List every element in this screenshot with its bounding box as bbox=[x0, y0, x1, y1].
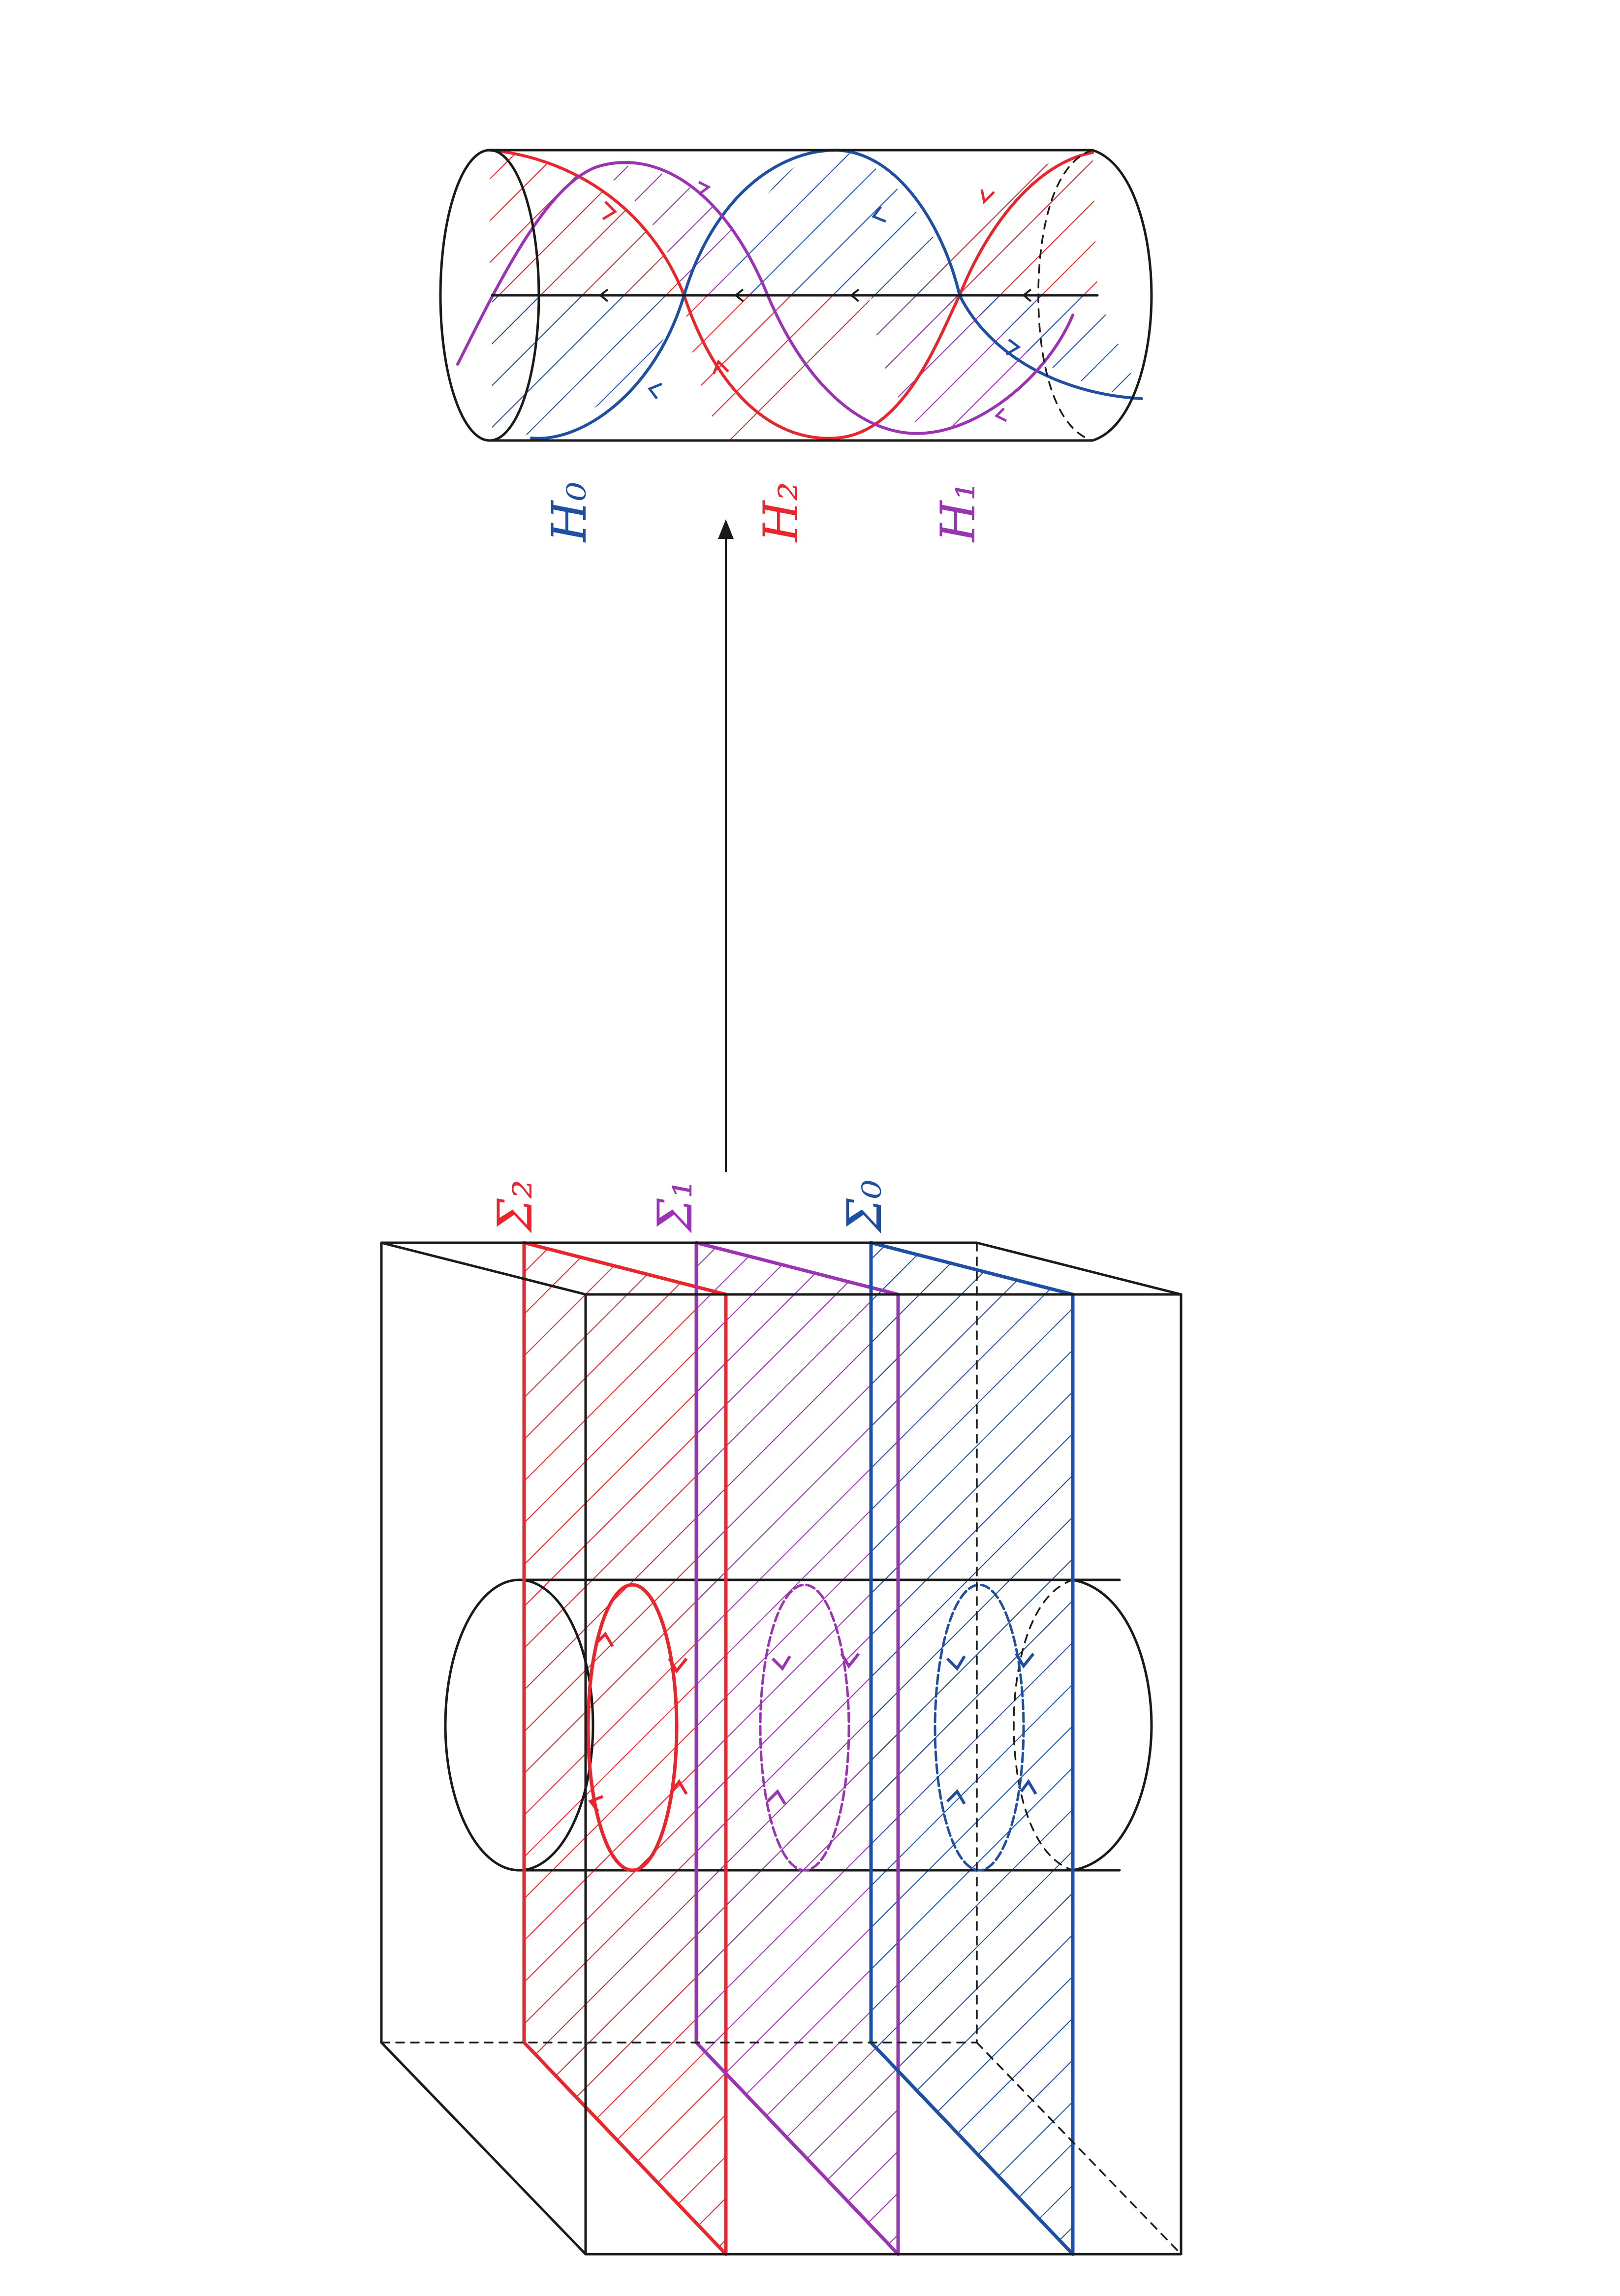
box-hidden-right-bottom-edge bbox=[976, 2042, 1182, 2255]
helicoid-strip-blue-1 bbox=[492, 295, 684, 438]
box-top-face bbox=[380, 1241, 1183, 1296]
box-cylinder-right-cap bbox=[1071, 1578, 1153, 1872]
label-sigma-2: Σ₂ bbox=[488, 1180, 543, 1233]
box-cylinder-right-cap-hidden bbox=[1013, 1579, 1074, 1871]
helicoid-strip-red-2 bbox=[684, 295, 871, 441]
box-left-bottom-edge bbox=[380, 2041, 587, 2256]
circle-arrows bbox=[588, 1632, 1037, 1812]
label-h1: H₁ bbox=[931, 482, 986, 543]
plane-sigma-0 bbox=[871, 1243, 1073, 2254]
helicoid-edge-red bbox=[488, 149, 1094, 440]
helicoid-edge-arrows bbox=[602, 181, 1021, 422]
circle-sigma-2 bbox=[586, 1583, 679, 1872]
box-cylinder-left-cap bbox=[444, 1578, 594, 1872]
label-sigma-1: Σ₁ bbox=[648, 1180, 703, 1233]
helicoid-axis-ticks bbox=[598, 288, 1032, 302]
label-sigma-0: Σ₀ bbox=[837, 1180, 892, 1233]
helicoid-strip-purple-1 bbox=[595, 165, 768, 295]
helicoid-strip-blue-2 bbox=[728, 150, 960, 295]
plane-sigma-1 bbox=[696, 1243, 898, 2254]
label-h0: H₀ bbox=[542, 482, 597, 543]
helicoid-edge-purple bbox=[456, 161, 1074, 435]
plane-sigma-2 bbox=[524, 1243, 726, 2254]
helicoid-cylinder-right-cap bbox=[1091, 149, 1153, 442]
label-h2: H₂ bbox=[753, 482, 809, 543]
circle-sigma-0 bbox=[934, 1583, 1025, 1872]
helicoid-labels: H₀ bbox=[542, 482, 597, 543]
helicoid-strip-blue-3 bbox=[960, 295, 1142, 399]
box-front-face bbox=[584, 1293, 1183, 2256]
circle-sigma-1 bbox=[759, 1583, 850, 1872]
helicoid-strip-red-3 bbox=[925, 153, 1097, 295]
helicoid-cylinder bbox=[439, 149, 1153, 442]
slab-box bbox=[380, 1241, 1183, 2256]
